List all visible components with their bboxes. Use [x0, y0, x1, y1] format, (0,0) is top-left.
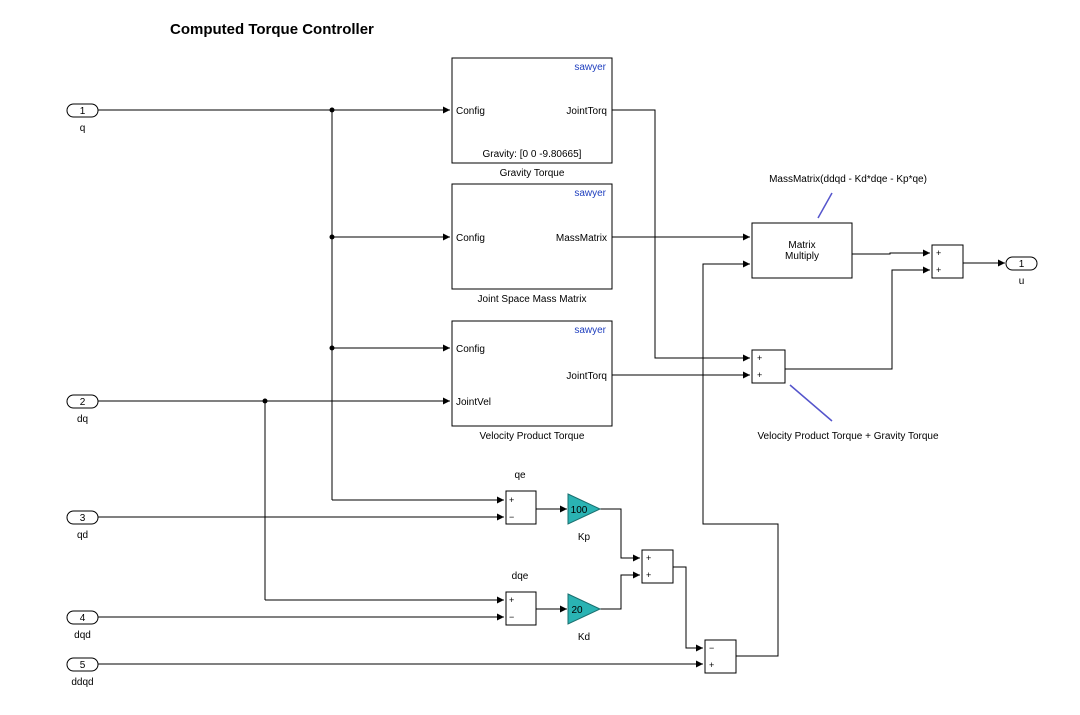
gain-value: 20	[571, 605, 583, 616]
sum-sign: +	[646, 553, 651, 563]
gain-caption: Kd	[578, 632, 590, 643]
outport-1[interactable]: 1 u	[1005, 256, 1038, 287]
inport-name: dq	[77, 414, 88, 425]
port-config: Config	[456, 344, 485, 355]
sum-sign: +	[757, 353, 762, 363]
sum-sign: +	[709, 660, 714, 670]
branch-dot	[329, 345, 335, 351]
wire-matrix-out-sum	[852, 249, 930, 257]
sum-output-block[interactable]: + +	[931, 244, 964, 279]
inport-1[interactable]: 1 q	[66, 103, 99, 134]
block-caption: Gravity Torque	[500, 168, 565, 179]
port-jointtorq: JointTorq	[566, 106, 607, 117]
sum-gains-block[interactable]: + +	[641, 549, 674, 584]
inport-name: dqd	[74, 630, 91, 641]
gain-caption: Kp	[578, 532, 591, 543]
sum-ddqd-block[interactable]: − +	[704, 639, 737, 674]
port-config: Config	[456, 106, 485, 117]
branch-dot	[262, 398, 268, 404]
sum-sign: +	[936, 265, 941, 275]
wire-gravity-sum	[612, 109, 750, 362]
block-caption: Joint Space Mass Matrix	[478, 294, 587, 305]
sum-sign: +	[509, 595, 514, 605]
inport-number: 2	[80, 397, 86, 408]
inport-4[interactable]: 4 dqd	[66, 610, 99, 641]
block-brand: sawyer	[574, 325, 606, 336]
sum-qe-block[interactable]: qe + −	[505, 470, 537, 525]
annotation-text: MassMatrix(ddqd - Kd*dqe - Kp*qe)	[769, 174, 927, 185]
sum-sign: +	[509, 495, 514, 505]
branch-points	[262, 107, 335, 404]
branch-dot	[329, 234, 335, 240]
gravity-torque-block[interactable]: sawyer Config JointTorq Gravity: [0 0 -9…	[451, 57, 613, 179]
annotation-mass: MassMatrix(ddqd - Kd*dqe - Kp*qe)	[769, 174, 927, 219]
wire-torque-out-sum	[785, 266, 930, 370]
inport-name: q	[80, 123, 86, 134]
inport-number: 3	[80, 513, 86, 524]
block-parameter: Gravity: [0 0 -9.80665]	[483, 149, 582, 160]
outport-name: u	[1019, 276, 1025, 287]
annotation-text: Velocity Product Torque + Gravity Torque	[757, 431, 939, 442]
annotation-velocity: Velocity Product Torque + Gravity Torque	[757, 384, 939, 442]
inport-number: 4	[80, 613, 86, 624]
sum-sign: +	[757, 370, 762, 380]
sum-sign: +	[646, 570, 651, 580]
gain-kp-block[interactable]: 100 Kp	[567, 493, 602, 543]
block-label-line2: Multiply	[785, 251, 819, 262]
inport-name: ddqd	[71, 677, 93, 688]
block-label-line1: Matrix	[788, 240, 815, 251]
port-massmatrix: MassMatrix	[556, 233, 607, 244]
sum-sign: +	[936, 248, 941, 258]
annotation-pointer	[789, 384, 833, 422]
mass-matrix-block[interactable]: sawyer Config MassMatrix Joint Space Mas…	[451, 183, 613, 305]
block-brand: sawyer	[574, 62, 606, 73]
port-config: Config	[456, 233, 485, 244]
outport-number: 1	[1019, 259, 1025, 270]
sum-dqe-block[interactable]: dqe + −	[505, 571, 537, 626]
sum-label: dqe	[512, 571, 529, 582]
gain-value: 100	[571, 505, 588, 516]
wires	[98, 106, 1005, 668]
sum-sign: −	[509, 512, 514, 522]
wire-accel-matrix	[702, 260, 779, 657]
matrix-multiply-block[interactable]: Matrix Multiply	[751, 222, 853, 279]
annotation-pointer	[817, 192, 833, 219]
port-jointvel: JointVel	[456, 397, 491, 408]
block-caption: Velocity Product Torque	[480, 431, 585, 442]
wire-kp-sum	[600, 508, 640, 562]
inport-name: qd	[77, 530, 88, 541]
wire-gains-sum-ddqd	[673, 566, 703, 652]
inport-3[interactable]: 3 qd	[66, 510, 99, 541]
block-brand: sawyer	[574, 188, 606, 199]
inport-number: 1	[80, 106, 86, 117]
branch-dot	[329, 107, 335, 113]
inport-number: 5	[80, 660, 86, 671]
inport-2[interactable]: 2 dq	[66, 394, 99, 425]
gain-kd-block[interactable]: 20 Kd	[567, 593, 602, 643]
velocity-product-block[interactable]: sawyer Config JointVel JointTorq Velocit…	[451, 320, 613, 442]
wire-kd-sum	[600, 571, 640, 610]
sum-torque-block[interactable]: + +	[751, 349, 786, 384]
port-jointtorq: JointTorq	[566, 371, 607, 382]
sum-sign: −	[509, 612, 514, 622]
sum-sign: −	[709, 643, 714, 653]
sum-label: qe	[514, 470, 526, 481]
inport-5[interactable]: 5 ddqd	[66, 657, 99, 688]
diagram-title: Computed Torque Controller	[170, 21, 374, 38]
